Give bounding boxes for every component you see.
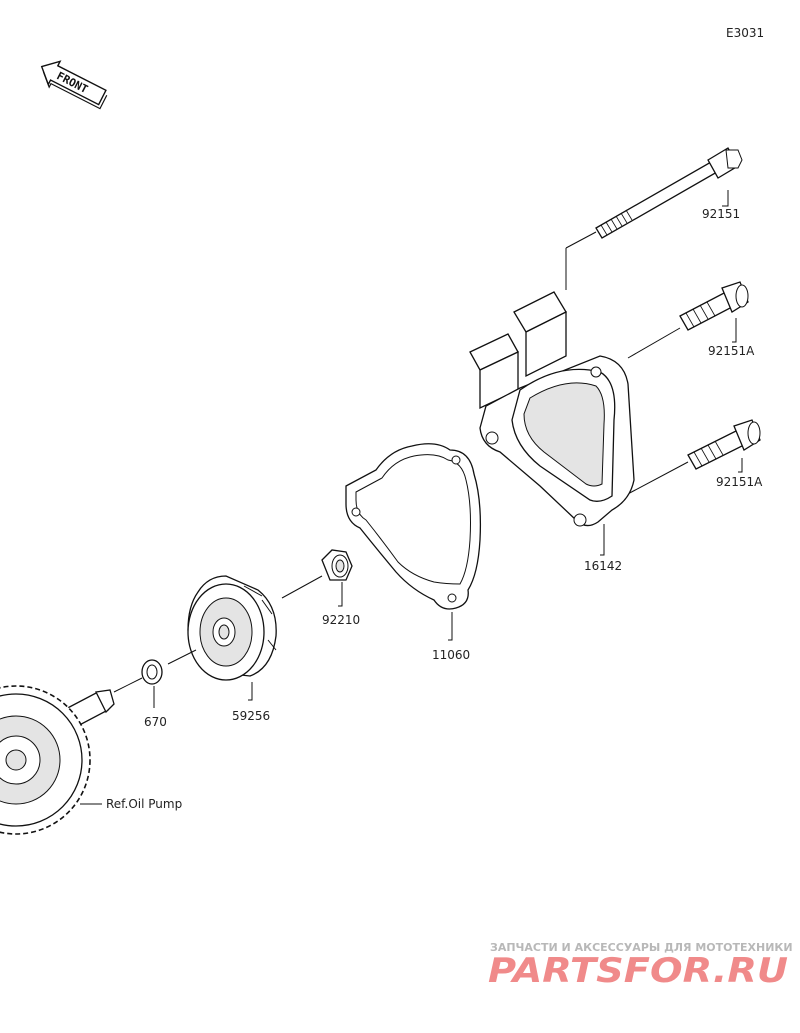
gasket-icon xyxy=(345,443,482,610)
nut-icon xyxy=(321,549,353,581)
label-92210: 92210 xyxy=(322,613,360,627)
label-11060: 11060 xyxy=(432,648,470,662)
front-arrow-icon: FRONT xyxy=(40,60,108,110)
ref-oil-pump-label: Ref.Oil Pump xyxy=(106,797,182,811)
label-16142: 16142 xyxy=(584,559,622,573)
watermark: ЗАПЧАСТИ И АКСЕССУАРЫ ДЛЯ МОТОТЕХНИКИ PA… xyxy=(488,941,793,991)
washer-icon xyxy=(141,659,163,685)
pump-housing-icon xyxy=(469,291,635,527)
oil-pump-gear-icon xyxy=(0,685,115,835)
watermark-site: PARTSFOR.RU xyxy=(488,951,788,991)
label-59256: 59256 xyxy=(232,709,270,723)
bolt-92151a-upper-icon xyxy=(679,281,749,331)
label-92151a-upper: 92151A xyxy=(708,344,755,358)
watermark-tagline: ЗАПЧАСТИ И АКСЕССУАРЫ ДЛЯ МОТОТЕХНИКИ xyxy=(490,941,793,954)
bolt-92151-icon xyxy=(595,147,743,239)
label-92151a-lower: 92151A xyxy=(716,475,763,489)
diagram-code: E3031 xyxy=(726,26,764,40)
label-670: 670 xyxy=(144,715,167,729)
impeller-icon xyxy=(187,575,277,681)
label-92151: 92151 xyxy=(702,207,740,221)
bolt-92151a-lower-icon xyxy=(687,419,761,470)
